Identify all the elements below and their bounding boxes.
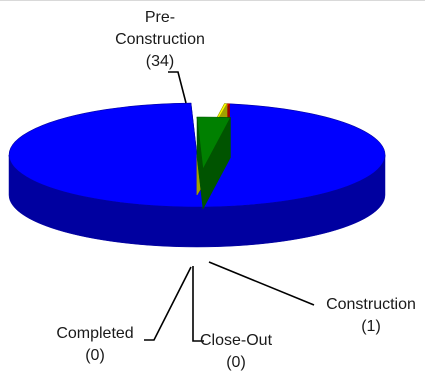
slice-value-label-pre-construction: (34) [146,53,174,70]
slice-value-label-completed: (0) [85,347,105,364]
top-divider [0,0,425,1]
leader-line-pre-construction [168,71,187,104]
leader-line-construction [208,261,315,306]
slice-name-label-pre-construction: Pre- [145,9,175,26]
slice-name-label-construction: Construction [326,296,416,313]
slice-name-label-pre-construction: Construction [115,31,205,48]
slice-name-label-close-out: Close-Out [200,332,273,349]
leader-line-close-out [192,266,204,342]
leader-line-completed [144,266,192,341]
pie-slice-construction [196,116,231,210]
slice-name-label-completed: Completed [56,325,133,342]
slice-value-label-close-out: (0) [226,354,246,371]
pie-slice-construction-top [196,116,231,170]
slice-value-label-construction: (1) [361,318,381,335]
